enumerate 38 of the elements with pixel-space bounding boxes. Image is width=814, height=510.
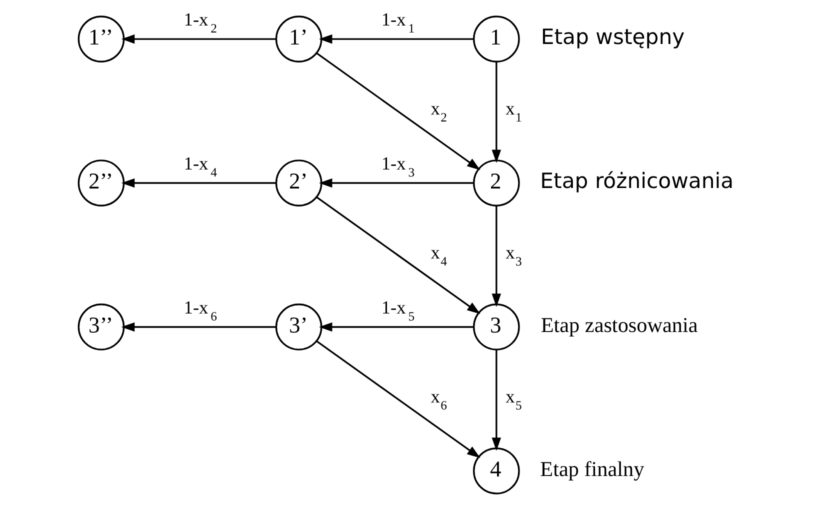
arrow: [316, 52, 480, 170]
node-circle: 1’: [274, 16, 322, 62]
node-circle: 2’: [274, 160, 322, 206]
arrow: [120, 178, 276, 188]
node-circle: 3’: [274, 304, 322, 350]
arrow: [316, 196, 480, 314]
edge-label: 1-x$_{1}$: [380, 10, 414, 36]
edge-label: x$_{3}$: [505, 242, 522, 268]
node-circle: 2’’: [77, 160, 124, 206]
edge-label: 1-x$_{5}$: [380, 297, 414, 324]
node-circle: 1’’: [77, 16, 124, 62]
edge-label: 1-x$_{3}$: [380, 153, 414, 180]
arrow: [491, 350, 501, 451]
node-label: Etap finalny: [540, 456, 644, 481]
arrow: [120, 34, 276, 44]
edge-label: x$_{1}$: [505, 98, 522, 124]
node-label: Etap zastosowania: [540, 312, 698, 337]
arrow: [318, 178, 473, 188]
edge-label: 1-x$_{6}$: [183, 297, 216, 324]
edge-label: x$_{6}$: [430, 386, 447, 412]
arrow: [318, 34, 473, 44]
edge-label: x$_{2}$: [430, 98, 447, 124]
arrow: [491, 62, 501, 163]
node-label: Etap różnicowania: [540, 168, 734, 193]
edge-label: 1-x$_{2}$: [183, 10, 216, 36]
arrow: [491, 206, 501, 307]
node-circle: 3: [472, 304, 520, 350]
edge-label: x$_{5}$: [505, 386, 522, 412]
node-circle: 2: [472, 160, 520, 206]
edge-label: 1-x$_{4}$: [183, 153, 216, 180]
arrow: [120, 322, 276, 332]
node-circle: 3’’: [77, 304, 124, 350]
arrow: [318, 322, 473, 332]
arrow: [316, 340, 480, 458]
node-circle: 4: [472, 448, 520, 494]
edge-label: x$_{4}$: [430, 242, 447, 268]
node-label: Etap wstępny: [540, 24, 684, 49]
node-circle: 1: [472, 16, 520, 62]
